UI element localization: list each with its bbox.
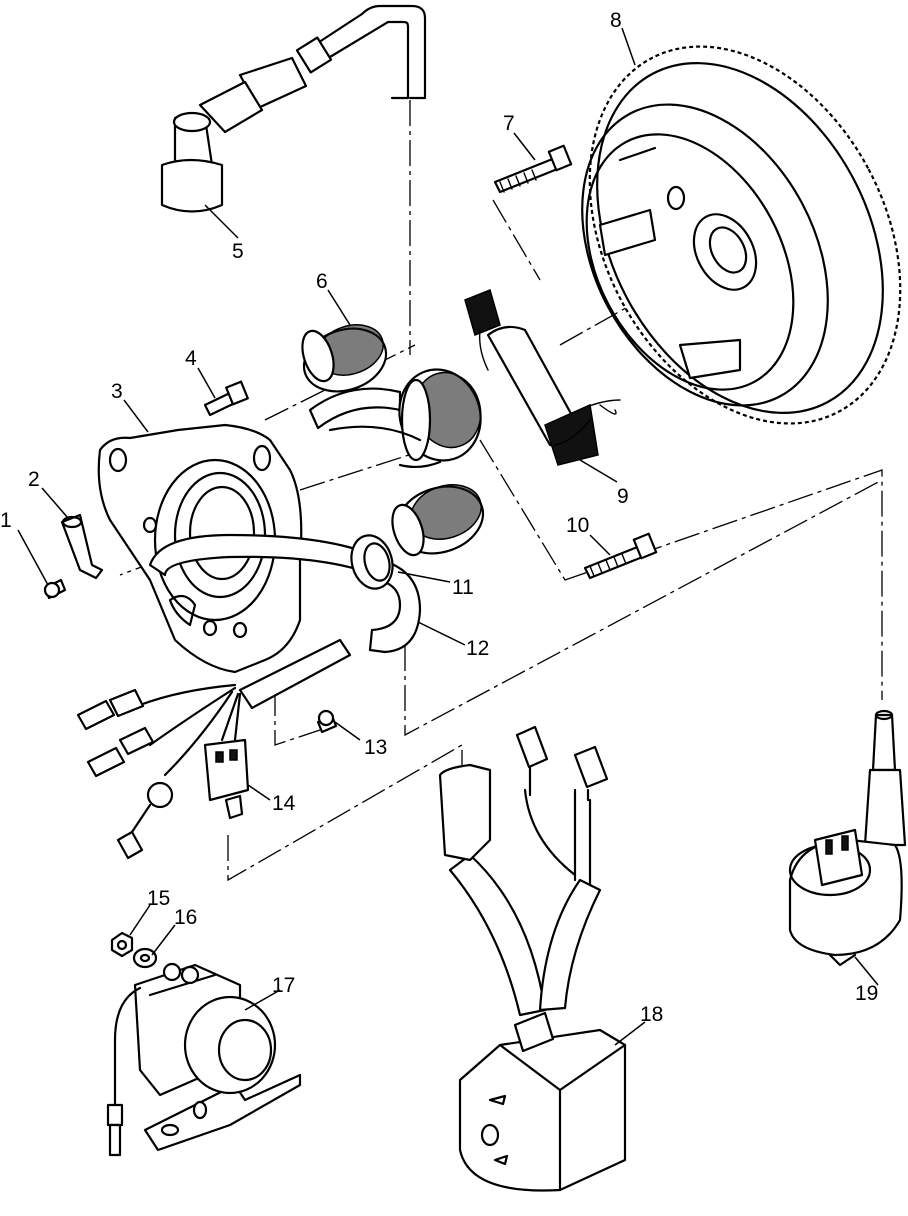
leader-lines <box>17 27 879 1046</box>
part-11-grommet <box>350 534 394 590</box>
part-10-bolt <box>583 532 658 580</box>
coil-lower <box>391 484 485 557</box>
callout-17: 17 <box>272 974 295 997</box>
part-9-pulser-coil <box>464 288 621 466</box>
part-12-harness-tube <box>148 533 422 710</box>
part-19-ignition-coil <box>788 709 907 967</box>
callout-2: 2 <box>28 468 40 491</box>
callout-16: 16 <box>174 906 197 929</box>
callout-14: 14 <box>272 792 296 815</box>
part-1-screw <box>43 578 67 600</box>
part-7-bolt <box>493 144 573 194</box>
part-15-nut <box>110 931 134 958</box>
part-6-stator-coils <box>301 324 485 557</box>
callout-10: 10 <box>566 514 589 537</box>
part-13-screw <box>316 709 338 734</box>
part-8-flywheel <box>581 45 902 425</box>
callout-7: 7 <box>503 112 515 135</box>
part-16-washer <box>132 947 158 969</box>
part-5-spark-plug-cap <box>160 4 427 213</box>
callout-9: 9 <box>617 485 629 508</box>
callout-5: 5 <box>232 240 244 263</box>
part-14-connector <box>76 683 250 860</box>
callout-15: 15 <box>147 887 170 910</box>
part-2-clamp <box>60 513 104 580</box>
coil-upper <box>301 324 388 393</box>
callout-13: 13 <box>364 736 387 759</box>
part-18-cdi-box <box>438 725 627 1192</box>
callout-6: 6 <box>316 270 328 293</box>
callout-4: 4 <box>185 347 197 370</box>
callout-1: 1 <box>0 509 12 532</box>
callout-11: 11 <box>452 576 474 599</box>
callout-12: 12 <box>466 637 489 660</box>
part-17-solenoid <box>106 962 302 1157</box>
callout-19: 19 <box>855 982 878 1005</box>
coil-middle <box>398 368 482 462</box>
callout-labels: 1 2 3 4 5 6 7 8 9 10 11 12 13 14 15 16 1… <box>0 9 878 1026</box>
callout-8: 8 <box>610 9 622 32</box>
callout-3: 3 <box>111 380 123 403</box>
callout-18: 18 <box>640 1003 663 1026</box>
part-4-screw <box>203 380 249 417</box>
